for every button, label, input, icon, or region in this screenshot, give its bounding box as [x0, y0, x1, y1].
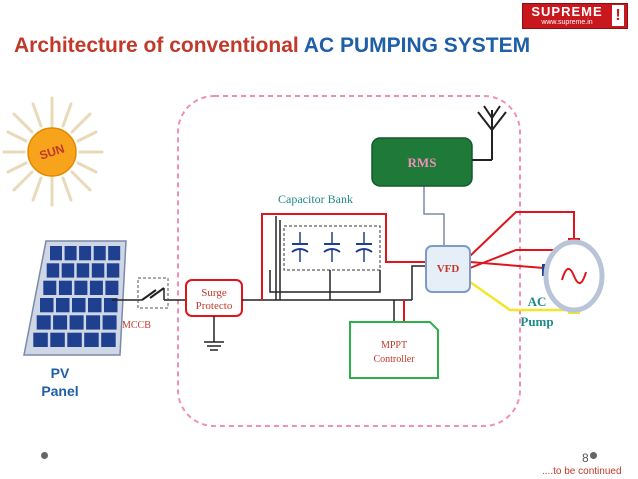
capacitor-bank-icon: [291, 232, 373, 262]
mccb-label: MCCB: [122, 320, 151, 331]
pv-cell: [53, 315, 68, 330]
capacitor-icon: [291, 232, 309, 262]
mccb-breaker-icon: [137, 277, 169, 309]
system-boundary-dashed: [177, 95, 521, 427]
pv-cell: [86, 315, 101, 330]
pv-cell: [76, 263, 90, 278]
pv-cell: [33, 332, 48, 347]
pump-label-line-2: Pump: [520, 314, 553, 329]
logo-brand-text: SUPREME: [531, 4, 603, 19]
capacitor-icon: [323, 232, 341, 262]
antenna-icon: [472, 105, 507, 161]
ground-icon: [204, 316, 224, 351]
pv-cell: [89, 280, 103, 295]
pv-cell: [102, 315, 117, 330]
rms-label: RMS: [408, 155, 437, 170]
mppt-label-line-2: Controller: [373, 354, 415, 365]
title-part-2: AC PUMPING SYSTEM: [303, 34, 531, 57]
pv-cell: [43, 280, 57, 295]
pv-label-line-2: Panel: [41, 383, 78, 399]
pv-cell: [61, 263, 75, 278]
footer-dot-left: [41, 452, 48, 459]
pv-cell: [64, 246, 77, 261]
pv-cell: [108, 246, 121, 261]
pv-label-line-1: PV: [51, 365, 70, 381]
pv-cell: [104, 298, 118, 313]
pv-cell: [67, 332, 82, 347]
vfd-label: VFD: [437, 263, 460, 275]
pv-cell: [101, 332, 116, 347]
pv-cell: [91, 263, 105, 278]
footer-dot-right: [590, 452, 597, 459]
title-part-1: Architecture of conventional: [14, 34, 299, 57]
pv-cell: [50, 332, 65, 347]
pv-panel-icon: [23, 240, 127, 356]
pv-cell: [50, 246, 62, 261]
surge-label-line-1: Surge: [201, 287, 227, 299]
wiring-yellow: [469, 280, 576, 312]
pv-cell: [36, 315, 51, 330]
surge-label-line-2: Protecto: [196, 300, 233, 312]
capacitor-bank-label: Capacitor Bank: [278, 192, 353, 206]
wiring-black: [242, 216, 426, 322]
pv-cell: [56, 298, 70, 313]
pump-label-line-1: AC: [528, 294, 547, 309]
sun-icon: [2, 96, 104, 207]
pv-cell: [46, 263, 60, 278]
pv-cell: [69, 315, 84, 330]
slide-title: Architecture of conventional AC PUMPING …: [14, 34, 530, 58]
supreme-logo: SUPREME www.supreme.in !: [522, 3, 628, 29]
pv-cell: [105, 280, 119, 295]
logo-web-text: www.supreme.in: [541, 19, 593, 26]
pv-cell: [58, 280, 72, 295]
page-number: 8: [582, 451, 589, 465]
pv-cell: [74, 280, 88, 295]
logo-exclamation-icon: !: [612, 5, 624, 26]
pv-cell: [88, 298, 102, 313]
pv-cell: [79, 246, 92, 261]
mppt-label-line-1: MPPT: [381, 340, 407, 351]
pv-cell: [40, 298, 54, 313]
mppt-controller-box: [349, 321, 439, 379]
pv-cell: [72, 298, 86, 313]
pv-cell: [84, 332, 99, 347]
ac-pump-icon: [542, 238, 605, 314]
pv-cell: [106, 263, 120, 278]
to-be-continued-note: ....to be continued: [542, 466, 622, 477]
pv-cell: [93, 246, 106, 261]
vfd-box: [425, 245, 471, 293]
rms-box: [371, 137, 473, 187]
wiring-rms: [423, 186, 445, 246]
wiring-red: [261, 211, 575, 322]
capacitor-icon: [355, 232, 373, 262]
